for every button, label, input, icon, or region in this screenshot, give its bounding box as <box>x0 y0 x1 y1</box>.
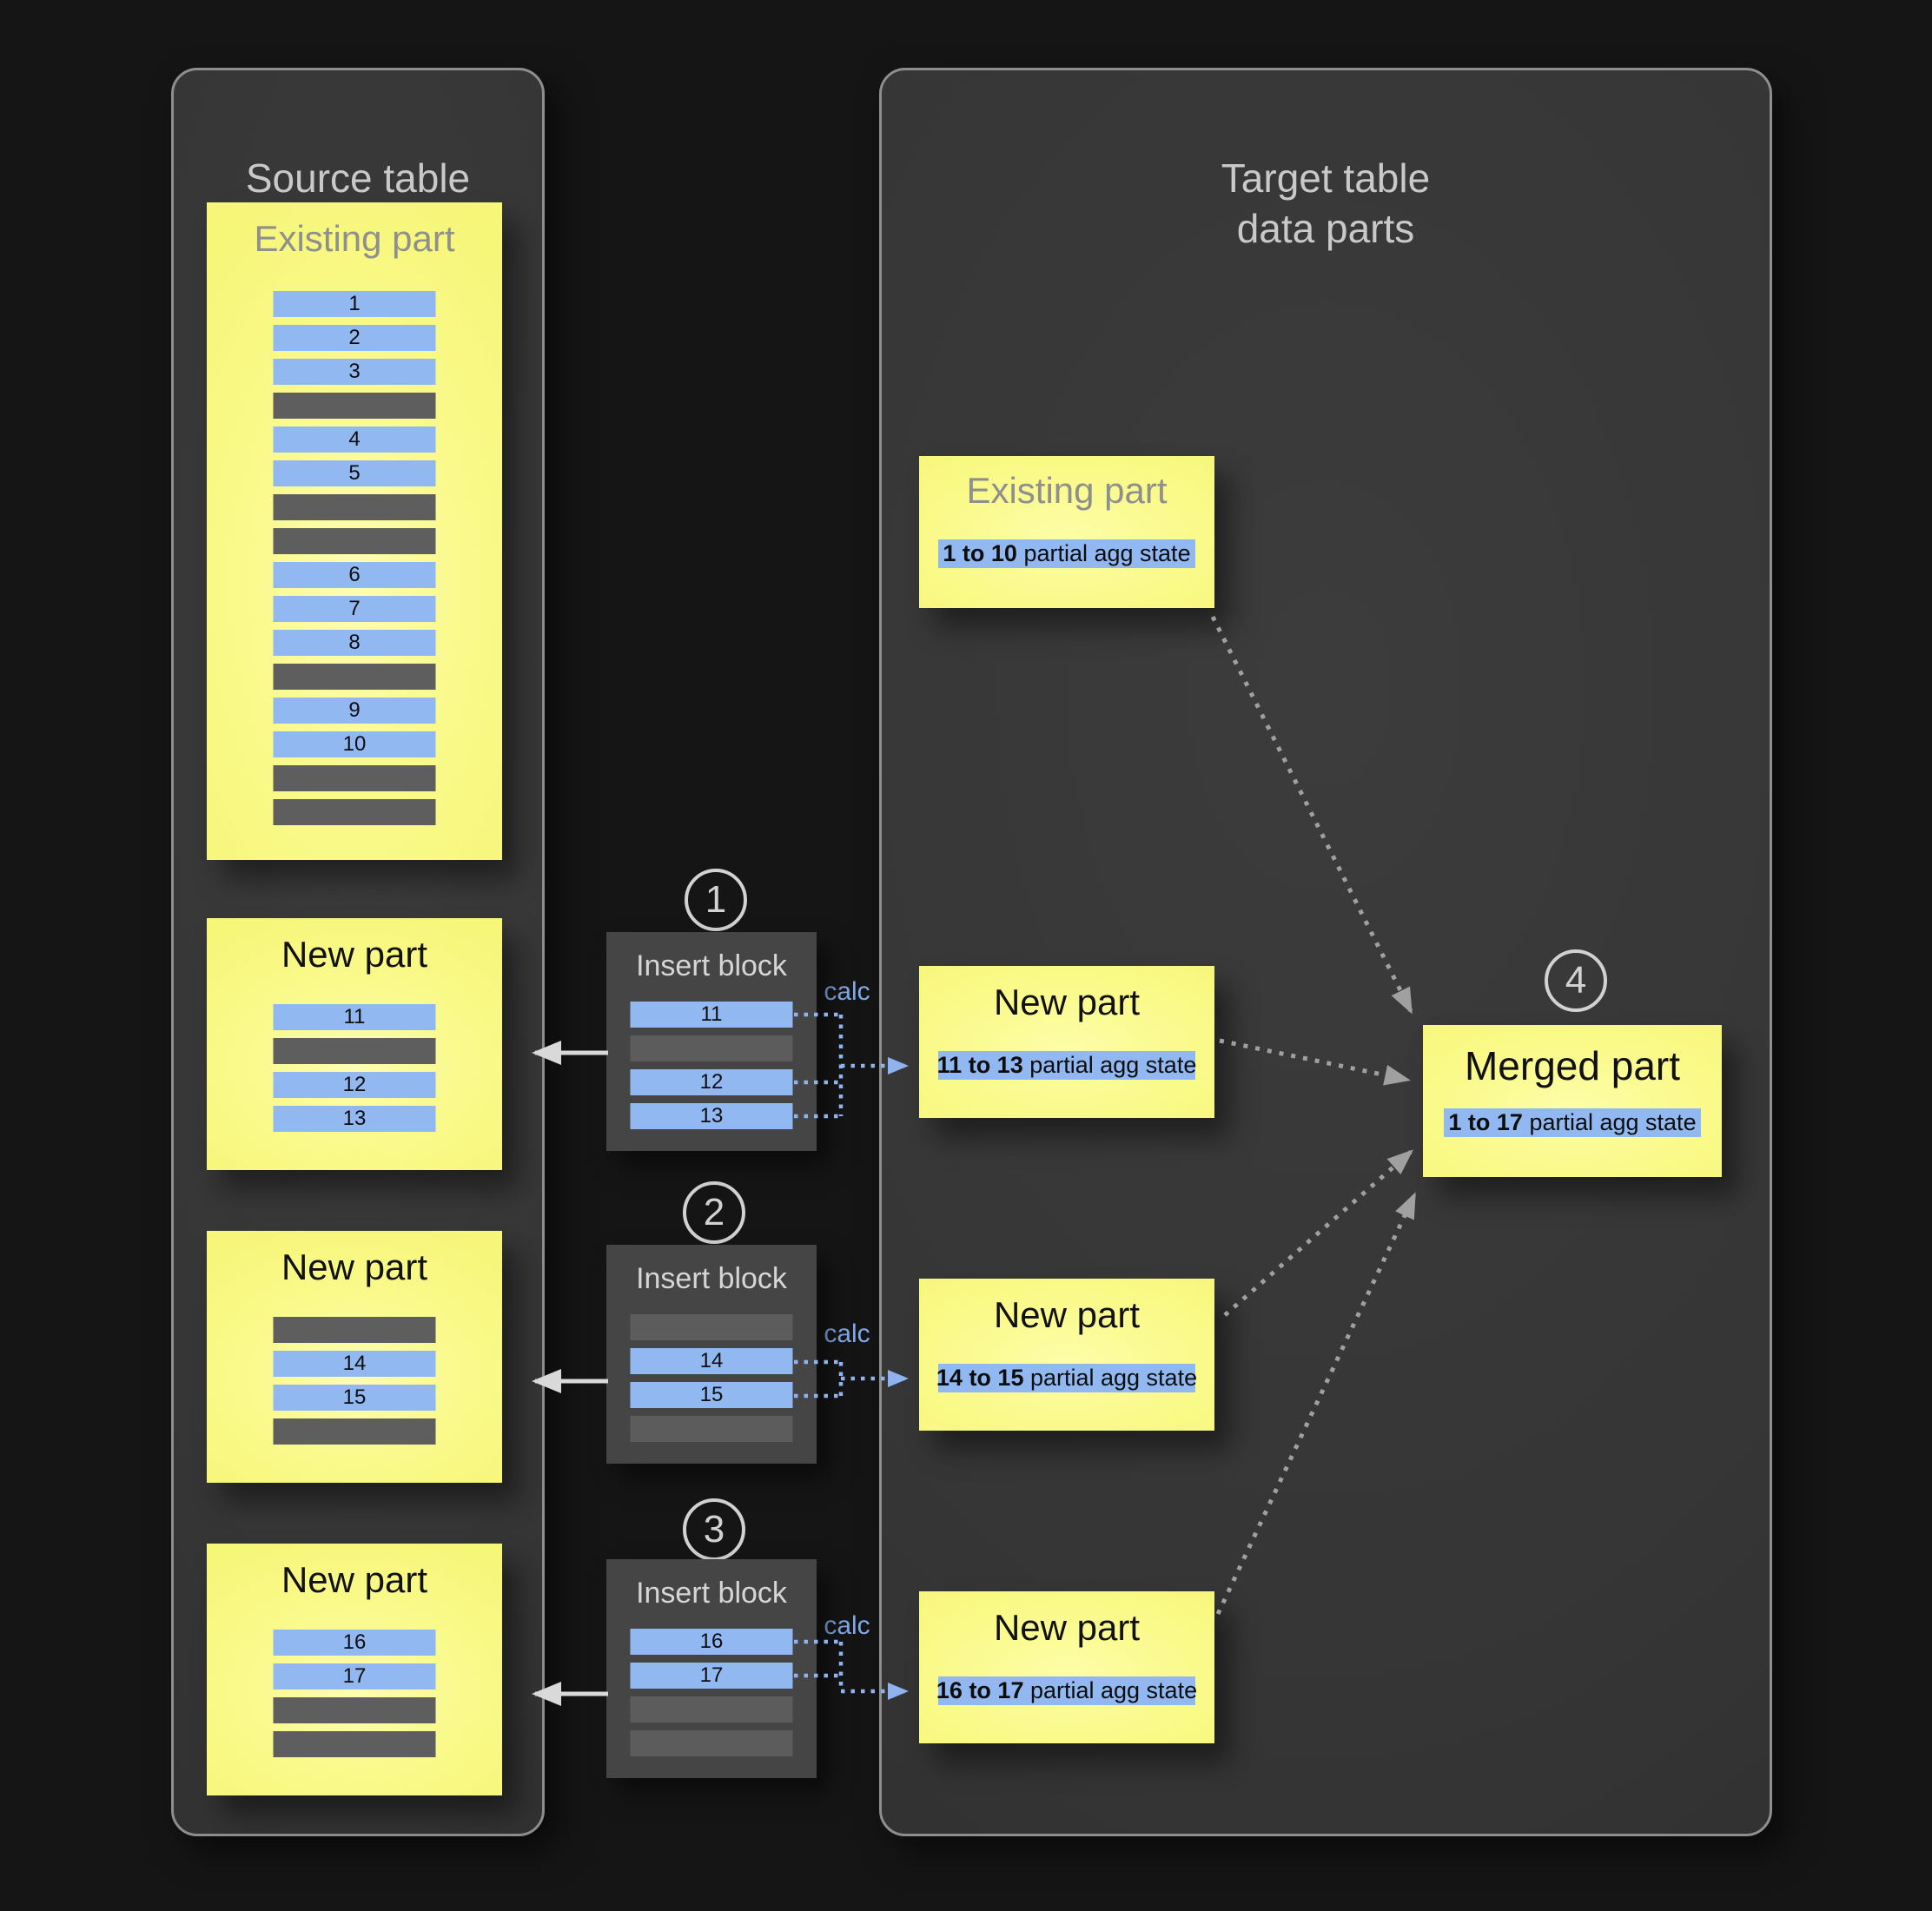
data-row <box>273 765 436 791</box>
target-new-part-2: New part 14 to 15 partial agg state <box>919 1279 1214 1431</box>
part-title: New part <box>281 934 428 975</box>
source-existing-part: Existing part 1 2 3 4 5 6 7 8 9 10 <box>207 202 502 860</box>
target-table-panel: Target table data parts <box>879 68 1772 1836</box>
part-title: New part <box>281 1559 428 1600</box>
data-row: 15 <box>630 1382 793 1408</box>
data-row <box>273 1697 436 1723</box>
data-row <box>273 1317 436 1343</box>
data-row: 16 <box>630 1629 793 1655</box>
agg-text: partial agg state <box>1016 540 1191 566</box>
part-title: New part <box>993 1294 1141 1335</box>
insert-block-title: Insert block <box>636 949 787 982</box>
part-title: Existing part <box>966 470 1168 511</box>
data-row: 17 <box>630 1663 793 1689</box>
part-title: Merged part <box>1464 1043 1680 1088</box>
agg-state-badge: 16 to 17 partial agg state <box>936 1676 1198 1705</box>
agg-range: 1 to 10 <box>943 540 1017 566</box>
agg-state-badge: 14 to 15 partial agg state <box>936 1364 1198 1392</box>
data-row: 1 <box>273 291 436 317</box>
target-existing-part: Existing part 1 to 10 partial agg state <box>919 456 1214 608</box>
agg-state-badge: 1 to 17 partial agg state <box>1444 1108 1701 1137</box>
data-row <box>273 1731 436 1757</box>
part-title: New part <box>281 1246 428 1287</box>
part-title: Existing part <box>254 218 455 259</box>
agg-text: partial agg state <box>1522 1109 1697 1135</box>
data-row <box>630 1696 793 1723</box>
calc-label-2: calc <box>824 1319 870 1348</box>
part-title: New part <box>993 982 1141 1022</box>
data-row: 14 <box>273 1351 436 1377</box>
data-row <box>273 799 436 825</box>
data-row: 7 <box>273 596 436 622</box>
agg-range: 14 to 15 <box>936 1365 1024 1391</box>
insert-block-title: Insert block <box>636 1262 787 1295</box>
step-number-2: 2 <box>683 1181 745 1244</box>
data-row: 13 <box>273 1106 436 1132</box>
agg-text: partial agg state <box>1023 1677 1198 1703</box>
data-row <box>630 1416 793 1442</box>
data-row: 8 <box>273 630 436 656</box>
data-row: 14 <box>630 1348 793 1374</box>
insert-to-source-arrows <box>532 1041 608 1706</box>
data-row <box>273 1418 436 1445</box>
calc-label-3: calc <box>824 1611 870 1640</box>
source-new-part-1: New part 11 12 13 <box>207 918 502 1170</box>
data-row: 11 <box>273 1004 436 1030</box>
merged-part: Merged part 1 to 17 partial agg state <box>1423 1025 1722 1177</box>
insert-block-1: Insert block 11 12 13 <box>606 932 817 1151</box>
part-title: New part <box>993 1607 1141 1648</box>
agg-state-badge: 1 to 10 partial agg state <box>938 539 1195 568</box>
insert-block-title: Insert block <box>636 1577 787 1610</box>
target-new-part-3: New part 16 to 17 partial agg state <box>919 1591 1214 1743</box>
data-row: 16 <box>273 1630 436 1656</box>
target-panel-title: Target table data parts <box>1221 155 1431 251</box>
step-number-3: 3 <box>683 1498 745 1561</box>
agg-range: 16 to 17 <box>936 1677 1024 1703</box>
data-row <box>273 393 436 419</box>
step-number-1: 1 <box>685 869 747 931</box>
data-row: 4 <box>273 427 436 453</box>
data-row: 11 <box>630 1002 793 1028</box>
data-row: 2 <box>273 325 436 351</box>
data-row: 15 <box>273 1385 436 1411</box>
target-new-part-1: New part 11 to 13 partial agg state <box>919 966 1214 1118</box>
data-row: 3 <box>273 359 436 385</box>
data-row <box>630 1035 793 1061</box>
data-row: 17 <box>273 1663 436 1689</box>
data-row: 12 <box>630 1069 793 1095</box>
data-row <box>273 494 436 520</box>
part-rows: 1 2 3 4 5 6 7 8 9 10 <box>273 291 436 833</box>
data-row <box>273 1038 436 1064</box>
data-row: 6 <box>273 562 436 588</box>
data-row: 13 <box>630 1103 793 1129</box>
agg-range: 1 to 17 <box>1448 1109 1523 1135</box>
agg-range: 11 to 13 <box>936 1052 1023 1078</box>
data-row: 5 <box>273 460 436 486</box>
part-rows: 11 12 13 <box>273 1004 436 1140</box>
agg-text: partial agg state <box>1022 1052 1197 1078</box>
data-row: 10 <box>273 731 436 757</box>
data-row: 12 <box>273 1072 436 1098</box>
insert-block-rows: 11 12 13 <box>630 1002 793 1137</box>
data-row <box>273 664 436 690</box>
data-row <box>630 1314 793 1340</box>
step-number-4: 4 <box>1545 949 1607 1012</box>
data-row <box>630 1730 793 1756</box>
calc-label-1: calc <box>824 977 870 1006</box>
data-row: 9 <box>273 698 436 724</box>
data-row <box>273 528 436 554</box>
agg-text: partial agg state <box>1023 1365 1198 1391</box>
agg-state-badge: 11 to 13 partial agg state <box>936 1051 1197 1080</box>
